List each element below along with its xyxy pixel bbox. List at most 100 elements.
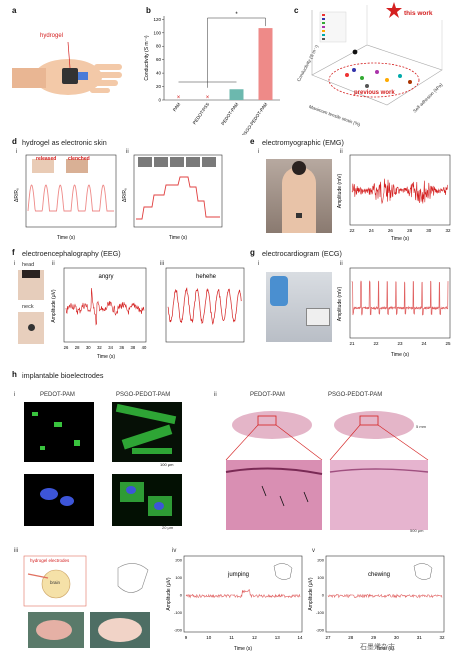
scale-5mm: 5 mm: [416, 424, 426, 429]
b-bar-0: ×: [177, 95, 181, 101]
e-xtick-3: 28: [407, 228, 413, 233]
b-ytick-5: 100: [153, 30, 161, 35]
brain-label: brain: [50, 580, 61, 585]
panel-label-h: h: [12, 370, 17, 379]
clenched-label: clenched: [68, 156, 90, 162]
panel-d-title: hydrogel as electronic skin: [22, 138, 107, 147]
g-ylabel: Amplitude (mV): [337, 286, 343, 321]
v-xtick-4: 31: [417, 635, 423, 640]
d-ii-ylabel: ΔR/R₀: [122, 188, 128, 202]
v-xtick-5: 32: [439, 635, 445, 640]
v-ytick-4: -200: [316, 628, 325, 633]
h-v-label: v: [312, 548, 315, 554]
f-xtick-3: 32: [97, 345, 102, 350]
d-i-label: i: [16, 149, 18, 155]
scale-100um: 100 μm: [160, 462, 174, 467]
panel-f-title: electroencephalography (EEG): [22, 249, 121, 258]
jumping-label: jumping: [227, 572, 249, 578]
iv-ytick-3: -100: [174, 610, 183, 615]
b-ytick-4: 80: [156, 44, 162, 49]
g-xtick-1: 22: [373, 341, 379, 346]
b-ytick-0: 0: [158, 98, 161, 103]
implant-schematic: [23, 555, 150, 648]
b-xtick-2: PEDOT-PAM: [220, 102, 239, 127]
panel-h: h implantable bioelectrodes i PEDOT-PAM …: [0, 370, 455, 657]
iv-xtick-0: 9: [185, 635, 188, 640]
3d-comparison-plot: [311, 2, 443, 106]
e-xtick-2: 26: [388, 228, 394, 233]
fluor-pedot-bottom: [24, 474, 94, 526]
f-i-label: i: [14, 261, 16, 267]
e-xlabel: Time (s): [391, 236, 409, 242]
b-ytick-2: 40: [156, 71, 162, 76]
f-xlabel: Time (s): [97, 354, 115, 360]
iv-xtick-4: 13: [275, 635, 281, 640]
f-xtick-7: 40: [142, 345, 147, 350]
d-ii-xlabel: Time (s): [169, 235, 187, 241]
h-iv-label: iv: [172, 548, 177, 554]
this-work-label: this work: [404, 10, 433, 17]
iv-xtick-1: 10: [206, 635, 212, 640]
b-ytick-6: 120: [153, 17, 161, 22]
panel-label-b: b: [146, 6, 151, 15]
emg-back-photo: [266, 159, 332, 233]
g-ii-label: ii: [340, 261, 343, 267]
head-photo: [18, 270, 44, 300]
panel-e-title: electromyographic (EMG): [262, 138, 344, 147]
f-xtick-0: 26: [64, 345, 69, 350]
panel-d: d hydrogel as electronic skin i ii Time …: [0, 137, 225, 247]
panel-f: f electroencephalography (EEG) i head ne…: [0, 248, 248, 366]
watermark: 石墨烯杂志: [360, 644, 395, 651]
v-xtick-1: 28: [348, 635, 354, 640]
panel-a: a hydrogel: [0, 0, 122, 130]
iv-ytick-4: -200: [174, 628, 183, 633]
e-xtick-1: 24: [369, 228, 375, 233]
panel-label-d: d: [12, 137, 17, 146]
e-i-label: i: [258, 149, 260, 155]
e-ii-label: ii: [340, 149, 343, 155]
iv-ytick-2: 0: [180, 593, 183, 598]
panel-label-f: f: [12, 248, 15, 257]
iv-xlabel: Time (s): [234, 646, 252, 652]
v-ytick-2: 0: [322, 593, 325, 598]
d-i-plot: Time (s) ΔR/R₀: [14, 154, 117, 241]
d-ii-plot: Time (s) ΔR/R₀: [122, 154, 223, 241]
fluor-pedot-top: [24, 402, 94, 462]
b-bar-3: [258, 28, 273, 100]
histology-sections: [225, 411, 429, 530]
g-xtick-2: 23: [397, 341, 403, 346]
b-ytick-1: 20: [156, 84, 162, 89]
panel-g-title: electrocardiogram (ECG): [262, 249, 342, 258]
h-ii-label: ii: [214, 392, 217, 398]
b-xtick-0: PAM: [172, 102, 182, 113]
eeg-hehehe-plot: hehehe: [165, 267, 245, 343]
b-xtick-3: PSGO-PEDOT-PAM: [241, 102, 269, 135]
hydrogel-label: hydrogel: [40, 33, 64, 39]
d-ii-label: ii: [126, 149, 129, 155]
g-xtick-0: 21: [349, 341, 355, 346]
h-i-pedot-label: PEDOT-PAM: [40, 392, 75, 398]
hand-illustration: [12, 41, 122, 95]
v-xtick-0: 27: [325, 635, 331, 640]
iv-ytick-1: 100: [175, 575, 182, 580]
e-ylabel: Amplitude (mV): [337, 173, 343, 208]
g-xtick-3: 24: [421, 341, 427, 346]
d-i-xlabel: Time (s): [57, 235, 75, 241]
scale-500um: 500 μm: [410, 528, 424, 533]
b-xtick-1: PEDOT:PSS: [192, 102, 211, 126]
iv-ylabel: Amplitude (μV): [166, 577, 172, 611]
f-xtick-6: 38: [131, 345, 136, 350]
b-star: *: [235, 12, 238, 18]
e-xtick-5: 32: [445, 228, 451, 233]
h-i-label: i: [14, 392, 16, 398]
head-label: head: [22, 262, 35, 268]
iv-xtick-5: 14: [297, 635, 303, 640]
e-xtick-0: 22: [349, 228, 355, 233]
chewing-label: chewing: [368, 572, 390, 578]
iv-xtick-3: 12: [252, 635, 258, 640]
